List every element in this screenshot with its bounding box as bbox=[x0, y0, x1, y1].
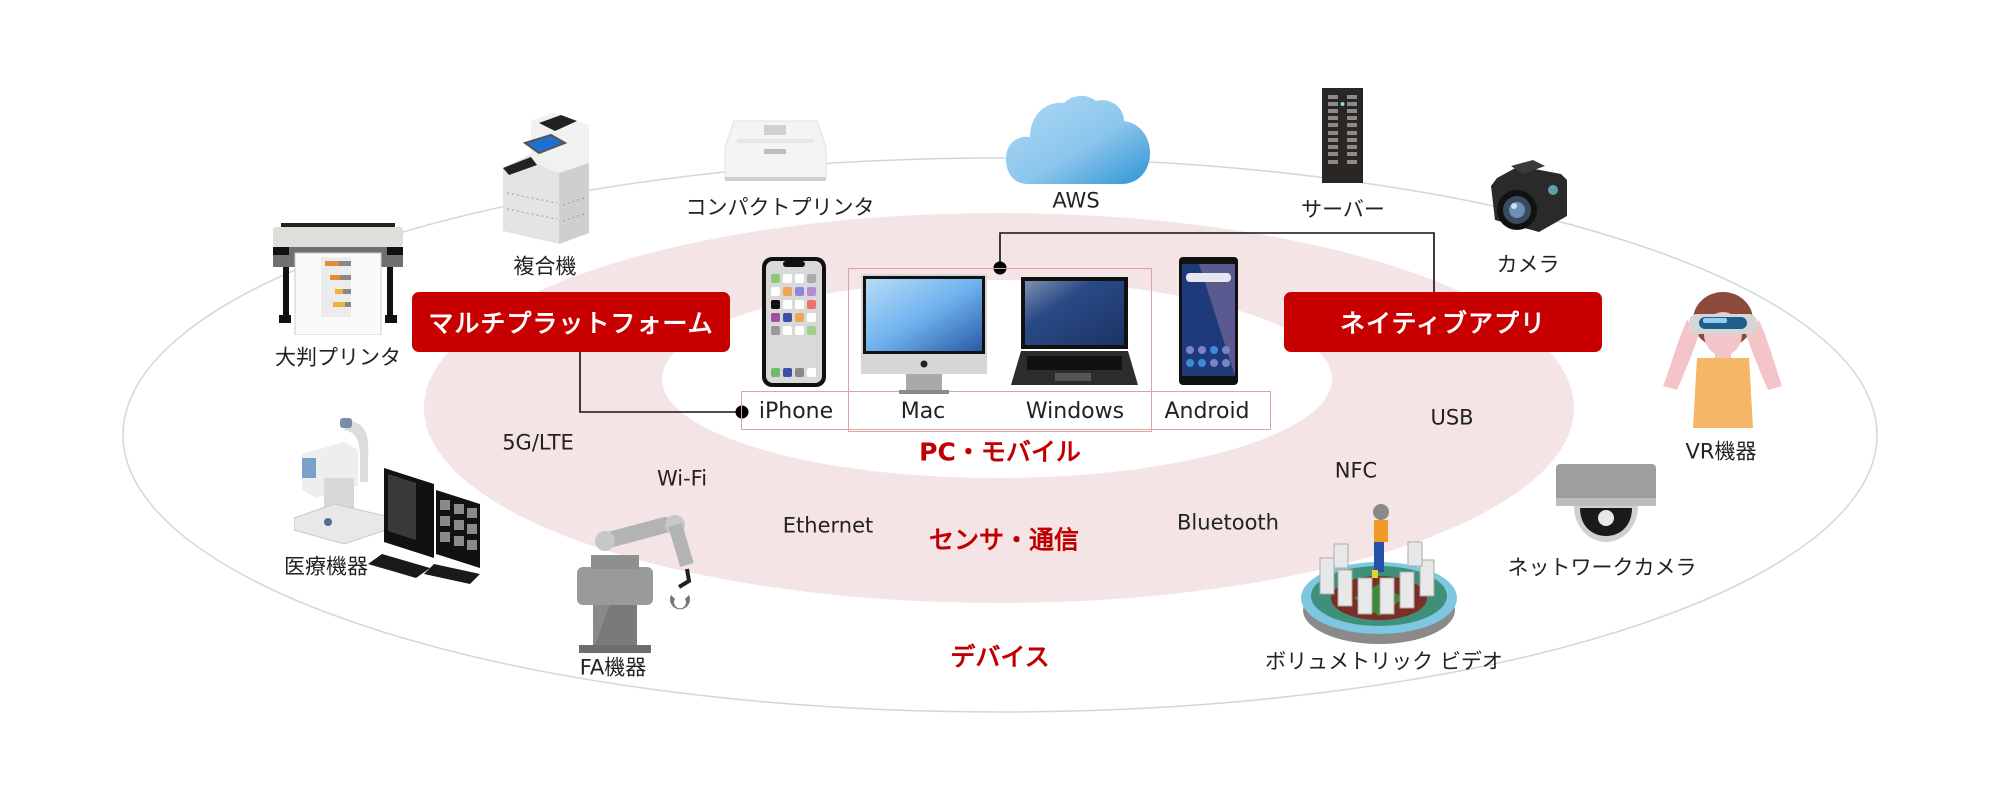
platform-label-android: Android bbox=[1164, 399, 1250, 424]
volumetric-studio-icon bbox=[1300, 498, 1458, 646]
device-label-vr: VR機器 bbox=[1685, 439, 1757, 464]
comm-label-wifi: Wi-Fi bbox=[656, 466, 708, 491]
ring-title-devices: デバイス bbox=[950, 642, 1050, 672]
device-label-mfp: 複合機 bbox=[513, 254, 577, 279]
server-icon bbox=[1322, 88, 1363, 183]
android-phone-icon bbox=[1179, 257, 1238, 385]
device-label-medical: 医療機器 bbox=[284, 554, 368, 579]
device-label-large-format-printer: 大判プリンタ bbox=[275, 345, 401, 370]
native-app-button-label: ネイティブアプリ bbox=[1339, 309, 1546, 338]
multifunction-printer-icon bbox=[503, 113, 589, 244]
device-label-compact-printer: コンパクトプリンタ bbox=[685, 195, 875, 220]
iphone-icon bbox=[761, 256, 827, 388]
device-label-volumetric-video: ボリュメトリック ビデオ bbox=[1265, 649, 1503, 674]
imac-icon bbox=[861, 274, 987, 396]
camera-icon bbox=[1489, 160, 1568, 236]
outer-device-ring bbox=[122, 157, 1878, 713]
platform-label-windows: Windows bbox=[1025, 399, 1125, 424]
compact-printer-icon bbox=[722, 117, 829, 183]
dome-camera-icon bbox=[1556, 464, 1656, 542]
device-label-aws: AWS bbox=[1052, 188, 1100, 213]
inner-pc-mobile-ring bbox=[662, 280, 1332, 478]
large-format-printer-icon bbox=[273, 223, 403, 336]
comm-label-usb: USB bbox=[1430, 405, 1474, 430]
ring-title-sensor-communication: センサ・通信 bbox=[928, 525, 1080, 555]
multiplatform-button[interactable]: マルチプラットフォーム bbox=[412, 292, 730, 352]
comm-label-5g-lte: 5G/LTE bbox=[502, 430, 574, 455]
platform-label-iphone: iPhone bbox=[758, 399, 834, 424]
device-label-network-camera: ネットワークカメラ bbox=[1507, 555, 1697, 580]
native-app-button[interactable]: ネイティブアプリ bbox=[1284, 292, 1602, 352]
medical-equipment-icon bbox=[293, 418, 484, 586]
vr-headset-person-icon bbox=[1663, 292, 1782, 428]
cloud-icon bbox=[1006, 93, 1150, 184]
multiplatform-button-label: マルチプラットフォーム bbox=[428, 309, 714, 338]
all-platforms-frame bbox=[741, 391, 1271, 430]
device-label-camera: カメラ bbox=[1496, 252, 1560, 277]
connector-dot-iphone bbox=[735, 405, 749, 419]
device-label-fa: FA機器 bbox=[579, 655, 647, 680]
device-label-server: サーバー bbox=[1301, 197, 1385, 222]
comm-label-bluetooth: Bluetooth bbox=[1177, 510, 1279, 535]
ring-title-pc-mobile: PC・モバイル bbox=[919, 437, 1081, 467]
multiplatform-connector bbox=[579, 352, 742, 413]
comm-label-ethernet: Ethernet bbox=[782, 513, 874, 538]
robot-arm-icon bbox=[575, 515, 701, 653]
pc-platforms-frame bbox=[848, 268, 1152, 432]
comm-label-nfc: NFC bbox=[1334, 458, 1378, 483]
native-app-connector bbox=[999, 232, 1435, 292]
platform-label-mac: Mac bbox=[900, 399, 946, 424]
laptop-icon bbox=[1011, 277, 1138, 387]
